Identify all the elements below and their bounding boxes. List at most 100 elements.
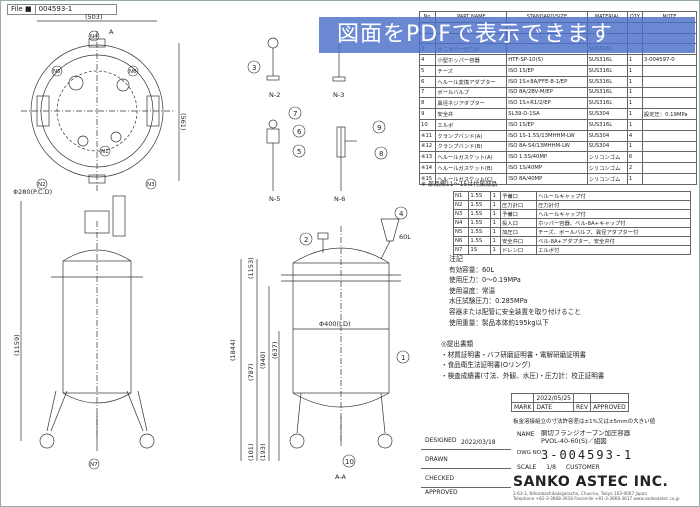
parts-cell: 1 xyxy=(626,54,643,66)
file-tag: File ■ 004593-1 xyxy=(7,4,117,15)
connection-cell: 1 xyxy=(490,218,501,228)
submissions-title: ◎提出書類 xyxy=(441,340,474,348)
revision-header-date: DATE xyxy=(533,402,574,412)
parts-cell: シリコンゴム xyxy=(586,172,628,185)
notes-title: 注記 xyxy=(449,255,463,263)
revision-date: 2022/05/25 xyxy=(533,393,574,403)
parts-cell: 異径ネジアダプター xyxy=(435,97,508,110)
connection-cell: 圧力計付 xyxy=(536,200,691,210)
parts-cell xyxy=(641,86,698,99)
drawing-name: 胴切フランジオープン加圧容器 PVOL-40-60(S)／組図 xyxy=(541,429,630,445)
pcd-dim: Φ280(P.C.D) xyxy=(13,188,52,196)
parts-cell: SUS316L xyxy=(586,54,628,66)
parts-cell: ISO 1S-1.5S/13MHHM-LW xyxy=(506,129,588,142)
connection-cell: 1S xyxy=(468,245,492,255)
connection-cell: 圧力計口 xyxy=(499,200,538,210)
address-line: 2-63-3, Nihonbashikakigaracho, Chuo-ku, … xyxy=(513,491,648,496)
tolerance-note: 板金溶接組立の寸法許容差は±1%又は±5mmの大きい値 xyxy=(513,419,656,425)
body-dim: Φ400(I.D) xyxy=(319,320,351,328)
connection-cell: ホッパー容器、ベル-8A+キャップ付 xyxy=(536,218,691,228)
parts-cell: ISO 1S×R1/2/EP xyxy=(506,97,588,110)
submission-line: ・検査成績書(寸法、外観、水圧)・圧力計：校正証明書 xyxy=(441,371,605,380)
connection-cell: 投入口 xyxy=(499,218,538,228)
connection-cell: 1.5S xyxy=(468,209,492,219)
parts-cell: 1 xyxy=(626,64,643,77)
company-address: 2-63-3, Nihonbashikakigaracho, Chuo-ku, … xyxy=(513,491,680,501)
dim-787: (787) xyxy=(247,364,255,381)
parts-cell: エルボ xyxy=(435,118,508,131)
note-line: 容器または配管に安全装置を取り付けること xyxy=(449,307,581,316)
parts-cell xyxy=(641,172,698,185)
pdf-view-banner[interactable]: 図面をPDFで表示できます xyxy=(319,17,695,53)
balloon-6: 6 xyxy=(297,128,302,136)
revision-header-rev: REV xyxy=(572,402,592,412)
company-name: SANKO ASTEC INC. xyxy=(513,474,669,490)
parts-cell: ISO 1.5S/40MP xyxy=(506,151,588,164)
scale-row: SCALE 1/8 CUSTOMER xyxy=(517,464,600,471)
parts-cell: HTF-SP-10(S) xyxy=(506,54,588,66)
label-drawn: DRAWN xyxy=(421,450,511,469)
connection-cell: N4 xyxy=(452,218,470,228)
parts-cell xyxy=(641,118,698,131)
revision-header-approved: APPROVED xyxy=(590,402,629,412)
parts-cell: 1 xyxy=(626,118,643,131)
balloon-5: 5 xyxy=(297,148,301,156)
parts-cell: ISO 1S×8A/FFE-8-1/EP xyxy=(506,75,588,88)
nozzle-n5: N5 xyxy=(53,69,61,75)
connection-cell: ヘルールキャップ付 xyxy=(536,191,691,201)
connection-cell: 安全弁口 xyxy=(499,236,538,246)
note-line: 使用温度：常温 xyxy=(449,286,496,295)
connection-cell: エルボ付 xyxy=(536,245,691,255)
label-designed: DESIGNED xyxy=(421,431,511,450)
parts-cell: ヘルールガスケット(A) xyxy=(435,151,508,164)
connection-cell: 1 xyxy=(490,200,501,210)
top-dim: (503) xyxy=(85,13,102,21)
balloon-3: 3 xyxy=(252,64,256,72)
file-tag-label: File ■ xyxy=(8,5,36,14)
parts-cell: 安全弁 xyxy=(435,108,508,120)
parts-cell: ※14 xyxy=(418,162,437,174)
submissions-section: ◎提出書類 ・材質証明書・バフ研磨証明書・電解研磨証明書 ・食品衛生法証明書(O… xyxy=(441,339,604,381)
connection-cell: 1.5S xyxy=(468,227,492,237)
parts-cell: SUS304 xyxy=(586,108,628,120)
parts-cell: ※15 xyxy=(418,172,437,185)
balloon-8: 8 xyxy=(379,150,383,158)
dim-1153: (1153) xyxy=(247,257,255,279)
note-line: 使用圧力：0〜0.19MPa xyxy=(449,276,521,285)
parts-cell: ※11 xyxy=(418,129,437,142)
view-n3: N-3 xyxy=(333,91,344,99)
connection-cell: 1.5S xyxy=(468,218,492,228)
notes-section: 注記 有効容量：60L 使用圧力：0〜0.19MPa 使用温度：常温 水圧試験圧… xyxy=(449,254,581,328)
label-approved: APPROVED xyxy=(425,489,458,496)
revision-table: 2022/05/25 MARK DATE REV APPROVED xyxy=(510,393,629,412)
connection-cell: 予備口 xyxy=(499,209,538,219)
view-aa: A-A xyxy=(335,473,347,481)
height-total: (1844) xyxy=(229,339,237,361)
balloon-2: 2 xyxy=(304,236,308,244)
parts-cell: SUS316L xyxy=(586,97,628,110)
parts-cell xyxy=(641,162,698,174)
parts-cell: クランプバンド(A) xyxy=(435,129,508,142)
parts-cell: SL39-D-1SA xyxy=(506,108,588,120)
parts-cell: ISO 8A/40MP xyxy=(506,172,588,185)
parts-cell: SUS316L xyxy=(586,64,628,77)
parts-cell: ISO 1S/EP xyxy=(506,118,588,131)
customer-label: CUSTOMER xyxy=(565,464,600,471)
parts-cell: 4 xyxy=(418,54,437,66)
connection-cell: N6 xyxy=(452,236,470,246)
label-checked: CHECKED xyxy=(421,469,511,488)
dim-940: (940) xyxy=(259,352,267,369)
balloon-4: 4 xyxy=(399,210,404,218)
connection-cell: 1 xyxy=(490,209,501,219)
